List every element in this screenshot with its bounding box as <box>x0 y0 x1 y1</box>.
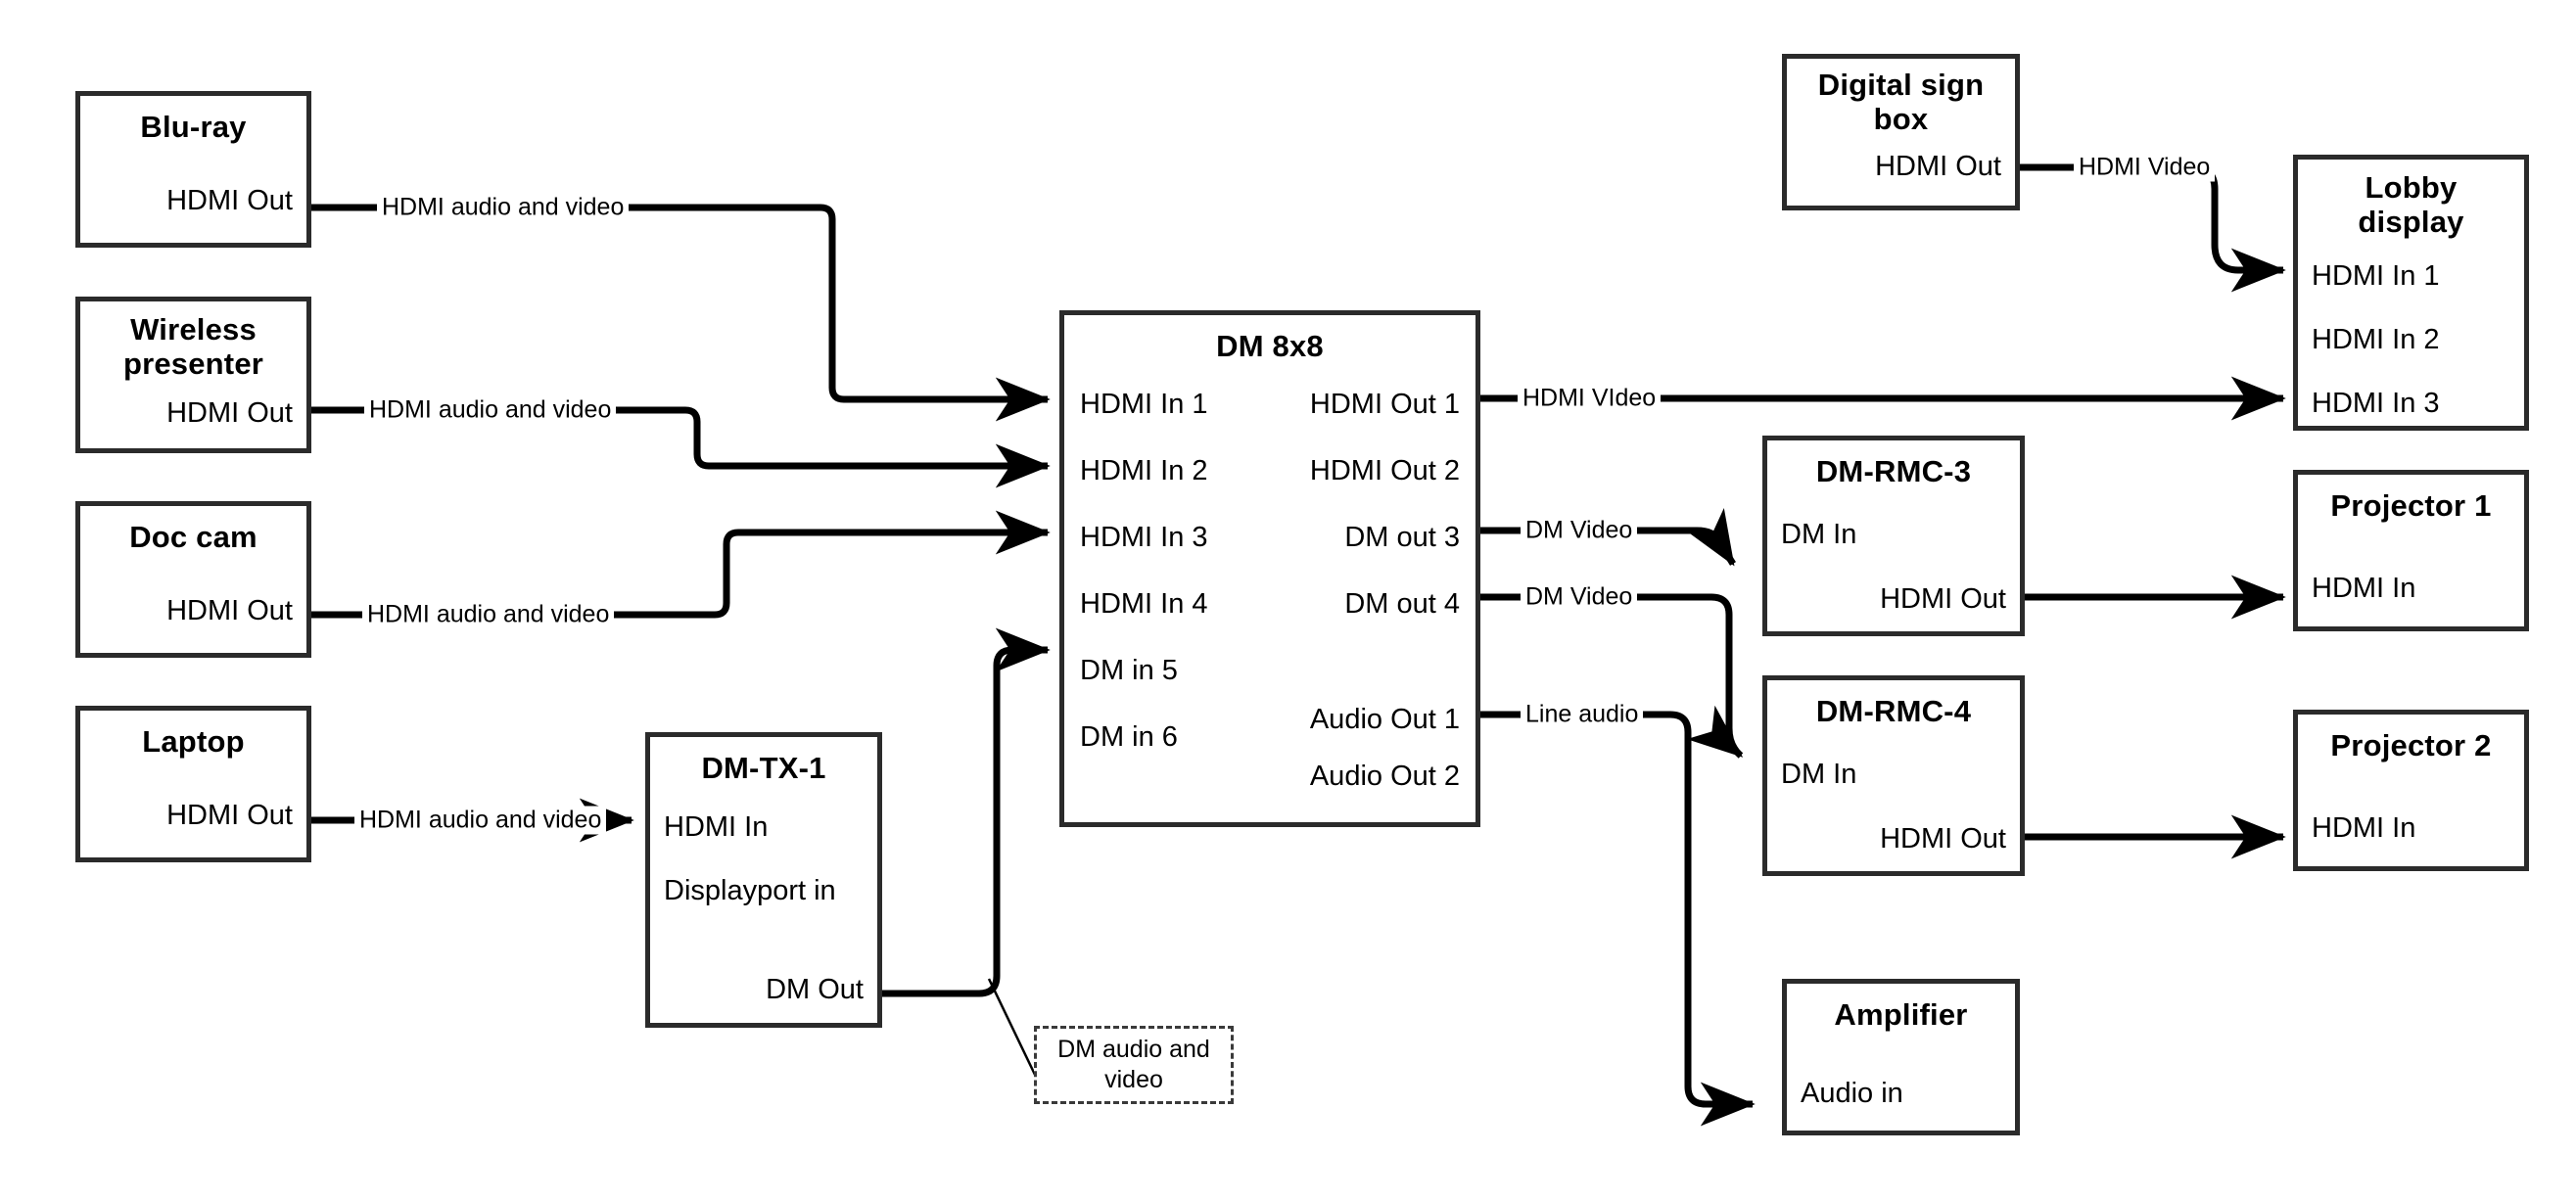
wire-label-hdmi-video-out1: HDMI VIdeo <box>1518 384 1662 413</box>
node-amplifier[interactable]: Amplifier Audio in <box>1782 979 2020 1135</box>
port-amplifier-audio-in: Audio in <box>1801 1078 1903 1109</box>
node-title-digital-sign-box: Digital sign box <box>1817 68 1985 136</box>
port-laptop-hdmi-out: HDMI Out <box>166 800 293 831</box>
port-dm8x8-audio-out-1: Audio Out 1 <box>1309 704 1460 735</box>
port-dm8x8-dm-in-6: DM in 6 <box>1080 721 1178 753</box>
node-title-lobby-display: Lobby display <box>2358 170 2464 239</box>
port-dm8x8-audio-out-2: Audio Out 2 <box>1309 761 1460 792</box>
port-dm8x8-hdmi-in-2: HDMI In 2 <box>1080 455 1208 486</box>
node-title-wireless-presenter: Wireless presenter <box>122 312 264 381</box>
node-title-doc-cam: Doc cam <box>129 520 258 554</box>
wire-dm8x8-to-amplifier <box>1480 711 1756 1127</box>
port-dm8x8-hdmi-out-2: HDMI Out 2 <box>1309 455 1460 486</box>
wire-bluray-to-dm8x8 <box>311 204 1051 422</box>
port-dm8x8-hdmi-out-1: HDMI Out 1 <box>1309 389 1460 420</box>
wire-label-dm-video-3: DM Video <box>1521 516 1638 545</box>
node-title-dm-8x8: DM 8x8 <box>1216 329 1324 363</box>
wire-label-bluray: HDMI audio and video <box>377 193 630 222</box>
port-dmtx1-displayport-in: Displayport in <box>664 875 836 906</box>
node-dm-rmc-4[interactable]: DM-RMC-4 DM In HDMI Out <box>1762 675 2025 876</box>
node-title-laptop: Laptop <box>142 724 245 759</box>
port-dmrmc3-dm-in: DM In <box>1781 519 1857 550</box>
note-dm-audio-and-video: DM audio and video <box>1034 1026 1234 1104</box>
wire-label-line-audio: Line audio <box>1521 700 1644 729</box>
port-projector1-hdmi-in: HDMI In <box>2312 573 2416 604</box>
port-dm8x8-hdmi-in-4: HDMI In 4 <box>1080 588 1208 620</box>
port-dmrmc4-dm-in: DM In <box>1781 759 1857 790</box>
wire-dm8x8-to-dmrmc4 <box>1480 593 1744 759</box>
node-projector-2[interactable]: Projector 2 HDMI In <box>2293 710 2529 871</box>
port-lobby-hdmi-in-2: HDMI In 2 <box>2312 324 2440 355</box>
port-bluray-hdmi-out: HDMI Out <box>166 185 293 216</box>
node-dm-8x8[interactable]: DM 8x8 HDMI In 1 HDMI In 2 HDMI In 3 HDM… <box>1059 310 1480 827</box>
node-title-dm-tx-1: DM-TX-1 <box>701 751 826 785</box>
port-digitalsign-hdmi-out: HDMI Out <box>1875 151 2001 182</box>
node-title-amplifier: Amplifier <box>1834 997 1968 1032</box>
port-dmrmc4-hdmi-out: HDMI Out <box>1880 823 2006 855</box>
wire-label-hdmi-video-sign: HDMI Video <box>2074 153 2216 182</box>
node-dm-rmc-3[interactable]: DM-RMC-3 DM In HDMI Out <box>1762 436 2025 636</box>
node-wireless-presenter[interactable]: Wireless presenter HDMI Out <box>75 297 311 453</box>
node-dm-tx-1[interactable]: DM-TX-1 HDMI In Displayport in DM Out <box>645 732 882 1028</box>
port-dm8x8-dm-in-5: DM in 5 <box>1080 655 1178 686</box>
port-doccam-hdmi-out: HDMI Out <box>166 595 293 626</box>
node-lobby-display[interactable]: Lobby display HDMI In 1 HDMI In 2 HDMI I… <box>2293 155 2529 431</box>
port-dmtx1-dm-out: DM Out <box>766 974 864 1005</box>
node-title-projector-2: Projector 2 <box>2330 728 2492 762</box>
node-title-bluray: Blu-ray <box>140 110 247 144</box>
node-title-dm-rmc-4: DM-RMC-4 <box>1815 694 1972 728</box>
wire-digitalsign-to-lobby <box>2020 163 2286 293</box>
node-projector-1[interactable]: Projector 1 HDMI In <box>2293 470 2529 631</box>
note-leader-line <box>987 978 1038 1078</box>
node-laptop[interactable]: Laptop HDMI Out <box>75 706 311 862</box>
port-lobby-hdmi-in-1: HDMI In 1 <box>2312 260 2440 292</box>
wire-dmtx1-to-dm8x8 <box>882 627 1051 997</box>
wire-label-wireless: HDMI audio and video <box>364 395 617 425</box>
port-dm8x8-hdmi-in-3: HDMI In 3 <box>1080 522 1208 553</box>
node-title-dm-rmc-3: DM-RMC-3 <box>1815 454 1972 488</box>
port-dm8x8-dm-out-4: DM out 4 <box>1344 588 1460 620</box>
wire-label-doccam: HDMI audio and video <box>362 600 615 629</box>
node-doc-cam[interactable]: Doc cam HDMI Out <box>75 501 311 658</box>
wire-label-dm-video-4: DM Video <box>1521 582 1638 612</box>
node-title-projector-1: Projector 1 <box>2330 488 2492 523</box>
node-digital-sign-box[interactable]: Digital sign box HDMI Out <box>1782 54 2020 210</box>
port-projector2-hdmi-in: HDMI In <box>2312 812 2416 844</box>
node-bluray[interactable]: Blu-ray HDMI Out <box>75 91 311 248</box>
port-lobby-hdmi-in-3: HDMI In 3 <box>2312 388 2440 419</box>
port-wireless-hdmi-out: HDMI Out <box>166 397 293 429</box>
port-dm8x8-hdmi-in-1: HDMI In 1 <box>1080 389 1208 420</box>
port-dmrmc3-hdmi-out: HDMI Out <box>1880 583 2006 615</box>
wire-label-laptop: HDMI audio and video <box>354 806 607 835</box>
port-dmtx1-hdmi-in: HDMI In <box>664 811 769 843</box>
port-dm8x8-dm-out-3: DM out 3 <box>1344 522 1460 553</box>
